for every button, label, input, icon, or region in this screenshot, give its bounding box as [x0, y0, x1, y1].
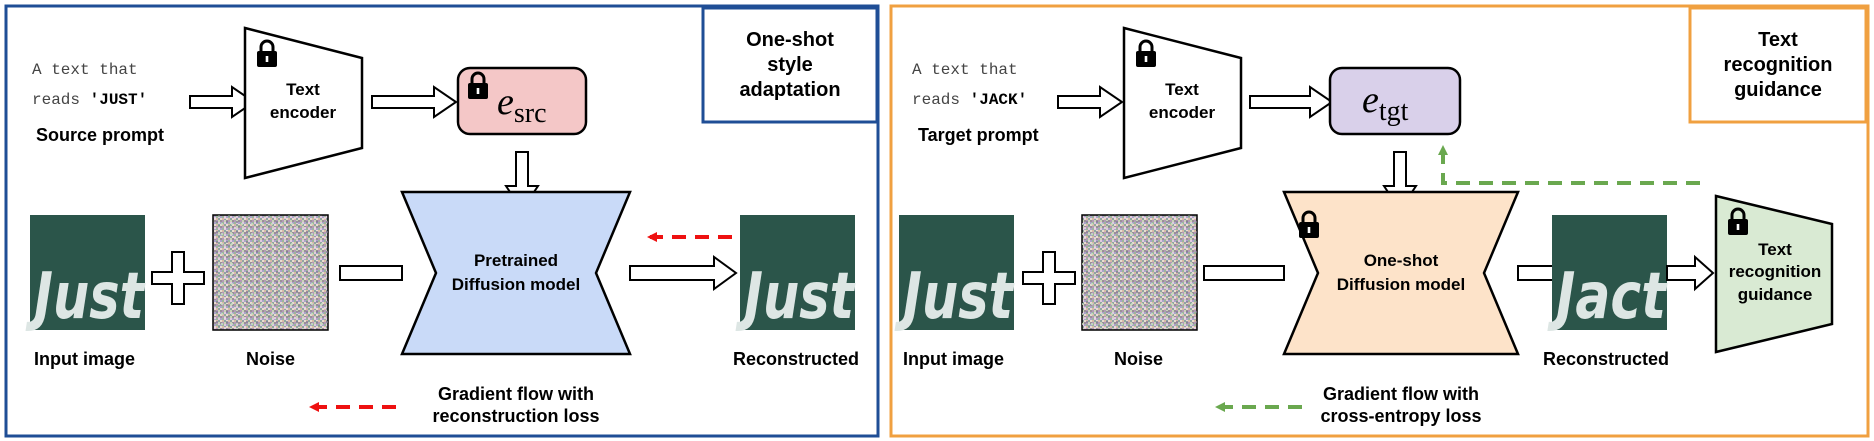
left-input-label: Input image	[34, 349, 135, 369]
right-input-label: Input image	[903, 349, 1004, 369]
tgt-embedding-label: etgt	[1362, 79, 1409, 127]
left-noise-image	[212, 214, 329, 331]
source-prompt-label: Source prompt	[36, 125, 164, 145]
right-output-word: Jact	[1547, 260, 1668, 334]
left-badge-box	[701, 6, 879, 124]
right-badge-box	[1688, 6, 1868, 124]
hollow-arrow-icon	[1249, 85, 1334, 119]
right-encoder-line2: encoder	[1149, 103, 1216, 122]
tgt-embedding-base: e	[1362, 79, 1379, 121]
src-embedding-box	[456, 66, 588, 136]
right-prompt-line2: reads 'JACK'	[912, 91, 1027, 109]
plus-icon	[151, 251, 205, 305]
left-output-word: Just	[735, 260, 856, 334]
left-panel-border	[4, 4, 880, 438]
connector-bar	[1203, 265, 1285, 281]
right-legend-line1: Gradient flow with	[1323, 384, 1479, 404]
right-model-line1: One-shot	[1364, 251, 1439, 270]
right-input-image: Just	[894, 215, 1015, 334]
right-prompt-line1: A text that	[912, 61, 1018, 79]
right-badge-line2: recognition	[1724, 54, 1833, 76]
left-prompt-reads: reads	[32, 91, 90, 109]
left-output-label: Reconstructed	[733, 349, 859, 369]
right-prompt-word: 'JACK'	[970, 91, 1028, 109]
src-embedding-base: e	[497, 81, 514, 123]
src-embedding-sub: src	[514, 98, 547, 129]
right-prompt-reads: reads	[912, 91, 970, 109]
left-model-line2: Diffusion model	[452, 275, 580, 294]
right-badge-line1: Text	[1758, 29, 1798, 51]
right-encoder-line1: Text	[1165, 80, 1199, 99]
left-encoder-line1: Text	[286, 80, 320, 99]
src-embedding-label: esrc	[497, 81, 547, 129]
left-input-word: Just	[25, 260, 146, 334]
plus-icon	[1022, 251, 1076, 305]
right-noise-image	[1081, 214, 1198, 331]
left-badge-line1: One-shot	[746, 29, 834, 51]
right-output-label: Reconstructed	[1543, 349, 1669, 369]
left-panel: One-shot style adaptation A text that re…	[4, 4, 880, 438]
connector-bar	[339, 265, 403, 281]
connector-bar	[1517, 265, 1557, 281]
hollow-arrow-icon	[1666, 254, 1715, 292]
right-model-line2: Diffusion model	[1337, 275, 1465, 294]
oneshot-diffusion-model	[1282, 190, 1520, 356]
left-model-line1: Pretrained	[474, 251, 558, 270]
left-encoder-line2: encoder	[270, 103, 337, 122]
right-noise-label: Noise	[1114, 349, 1163, 369]
right-legend-line2: cross-entropy loss	[1320, 406, 1481, 426]
tgt-embedding-box	[1328, 66, 1462, 136]
pretrained-diffusion-model	[400, 190, 632, 356]
green-guidance-arrow	[1438, 145, 1700, 185]
right-panel: Text recognition guidance A text that re…	[889, 4, 1870, 438]
left-badge-line3: adaptation	[739, 79, 840, 101]
hollow-arrow-icon	[371, 85, 458, 119]
left-input-image: Just	[25, 215, 146, 334]
right-badge-line3: guidance	[1734, 79, 1822, 101]
left-reconstructed-image: Just	[735, 215, 856, 334]
recognizer-line3: guidance	[1738, 285, 1813, 304]
target-prompt-label: Target prompt	[918, 125, 1039, 145]
hollow-arrow-icon	[1057, 85, 1124, 119]
right-panel-border	[889, 4, 1870, 438]
left-legend-line1: Gradient flow with	[438, 384, 594, 404]
recognizer-line1: Text	[1758, 240, 1792, 259]
left-prompt-line1: A text that	[32, 61, 138, 79]
hollow-arrow-icon	[189, 85, 256, 119]
right-input-word: Just	[894, 260, 1015, 334]
left-badge-line2: style	[767, 54, 813, 76]
recognizer-line2: recognition	[1729, 262, 1822, 281]
left-prompt-line2: reads 'JUST'	[32, 91, 147, 109]
hollow-arrow-icon	[629, 255, 738, 291]
left-prompt-word: 'JUST'	[90, 91, 148, 109]
left-noise-label: Noise	[246, 349, 295, 369]
right-reconstructed-image: Jact	[1547, 215, 1668, 334]
tgt-embedding-sub: tgt	[1379, 96, 1409, 127]
left-legend-line2: reconstruction loss	[432, 406, 599, 426]
